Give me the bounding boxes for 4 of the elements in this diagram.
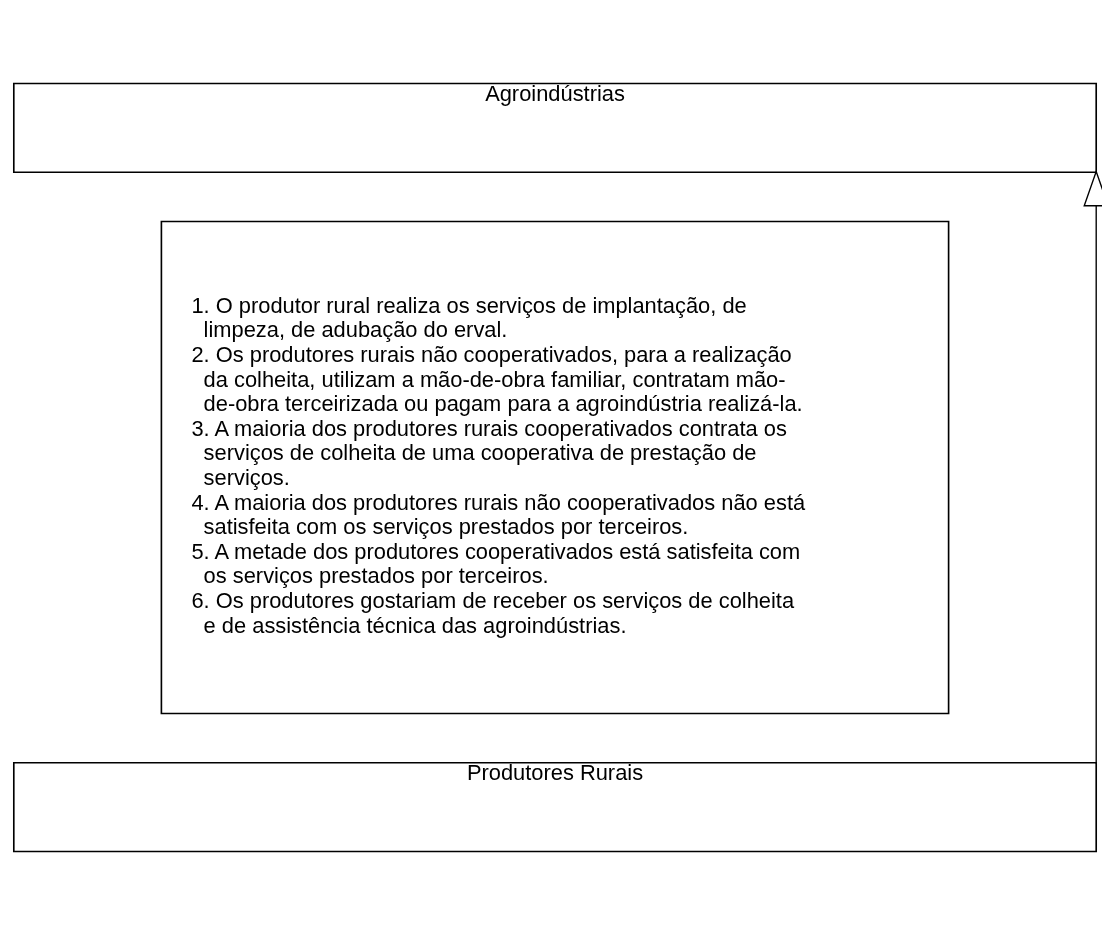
node-box: Agroindústrias [13,82,1097,173]
node-box: 1. O produtor rural realiza os serviços de implantação, de limpeza, de adubação do erval. 2. Os produtores rurais não cooperativados, para a realização da colheita, utilizam a mão-de-obra familiar, contratam mão-de-obra terceirizada ou pagam para a agroindústria realizá-la. 3. A maioria dos produtores rurais cooperativados contrata os serviços de colheita de uma cooperativa de prestação de serviços. 4. A maioria dos produtores rurais não cooperativados não está satisfeita com os serviços prestados por terceiros. 5. A metade dos produtores cooperativados está satisfeita com os serviços prestados por terceiros. 6. Os produtores gostariam de receber os serviços de colheita e de assistência técnica das agroindústrias. [160,220,950,714]
node-box: Produtores Rurais [13,761,1097,852]
arrow [1083,169,1102,764]
